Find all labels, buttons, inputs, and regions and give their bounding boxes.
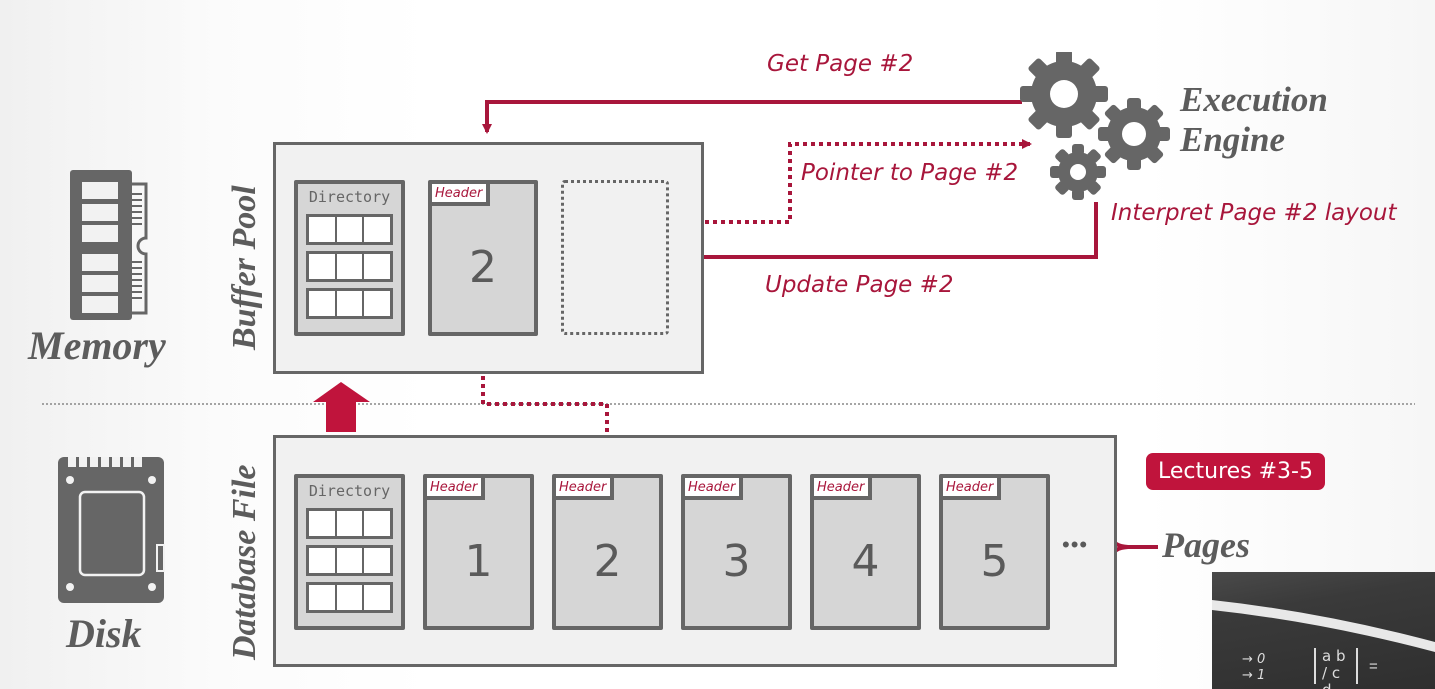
interpret-layout-label: Interpret Page #2 layout <box>1111 200 1397 226</box>
memory-label: Memory <box>28 323 166 368</box>
disk-page-4[interactable]: Header 4 <box>810 474 921 630</box>
execution-engine-line2: Engine <box>1180 120 1286 159</box>
page-header-tab: Header <box>427 478 486 500</box>
page-header-tab: Header <box>943 478 1002 500</box>
page-number: 1 <box>464 536 493 587</box>
page-header-tab: Header <box>814 478 873 500</box>
execution-engine-label: Execution Engine <box>1180 80 1328 160</box>
directory-grid <box>306 508 393 619</box>
disk-page-3[interactable]: Header 3 <box>681 474 792 630</box>
update-page-arrow <box>543 202 1098 262</box>
buffer-pool-label: Buffer Pool <box>226 185 263 350</box>
buffer-pool-directory[interactable]: Directory <box>294 180 405 336</box>
pointer-to-page-arrow <box>537 139 1032 224</box>
pointer-to-page-label: Pointer to Page #2 <box>801 160 1019 186</box>
lectures-badge: Lectures #3-5 <box>1146 453 1325 490</box>
page-number: 2 <box>469 242 497 293</box>
buffer-pool-page-2[interactable]: Header 2 <box>428 180 538 336</box>
page-number: 5 <box>980 536 1009 587</box>
disk-page-2[interactable]: Header 2 <box>552 474 663 630</box>
empty-frame-slot <box>561 180 669 335</box>
page-number: 4 <box>851 536 880 587</box>
directory-grid <box>306 214 393 325</box>
ram-stick-icon <box>70 170 160 320</box>
board-arrows: → 0 → 1 <box>1242 652 1266 683</box>
more-pages-ellipsis: ••• <box>1062 532 1089 557</box>
board-equals: = <box>1369 658 1378 675</box>
disk-page-5[interactable]: Header 5 <box>939 474 1050 630</box>
execution-engine-line1: Execution <box>1180 80 1328 119</box>
update-page-label: Update Page #2 <box>765 272 954 298</box>
page-header-tab: Header <box>432 184 491 206</box>
gears-icon <box>1016 50 1176 202</box>
page-header-tab: Header <box>685 478 744 500</box>
disk-label: Disk <box>66 611 142 656</box>
disk-page-1[interactable]: Header 1 <box>423 474 534 630</box>
directory-title: Directory <box>308 482 391 500</box>
page-number: 2 <box>593 536 622 587</box>
ssd-drive-icon <box>58 455 166 605</box>
get-page-arrow <box>482 100 1022 134</box>
database-file-directory[interactable]: Directory <box>294 474 405 630</box>
database-file-label: Database File <box>226 464 263 660</box>
page-number: 3 <box>722 536 751 587</box>
board-matrix: a b / c d <box>1314 648 1358 689</box>
load-up-arrow <box>312 382 370 432</box>
directory-title: Directory <box>308 188 391 206</box>
get-page-label: Get Page #2 <box>767 51 914 77</box>
pages-label: Pages <box>1162 525 1250 565</box>
page-header-tab: Header <box>556 478 615 500</box>
webcam-video-overlay: → 0 → 1 a b / c d = <box>1212 572 1435 689</box>
